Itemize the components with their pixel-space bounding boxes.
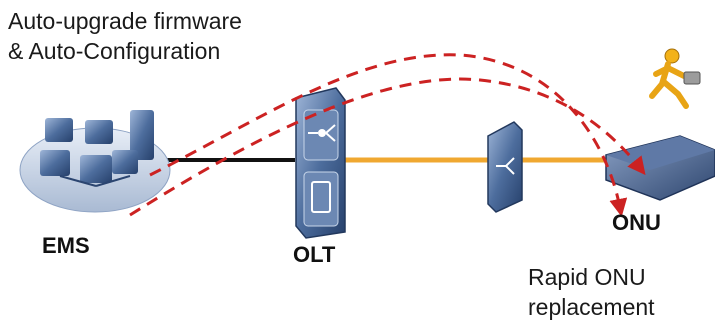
rapid-replacement-caption: Rapid ONU replacement <box>528 262 655 322</box>
auto-upgrade-path <box>129 77 646 217</box>
auto-configuration-path <box>149 53 628 217</box>
onu-label: ONU <box>612 210 661 235</box>
auto-upgrade-caption-line1: Auto-upgrade firmware <box>8 8 242 34</box>
splitter-icon <box>487 121 523 213</box>
ems-label: EMS <box>42 233 90 258</box>
olt-label: OLT <box>293 242 336 267</box>
rapid-replacement-caption-line2: replacement <box>528 294 655 320</box>
ems-cluster-icon <box>19 110 171 213</box>
auto-upgrade-caption: Auto-upgrade firmware & Auto-Configurati… <box>8 6 242 66</box>
rapid-replacement-caption-line1: Rapid ONU <box>528 264 646 290</box>
onu-device-icon <box>605 135 715 201</box>
running-person-icon <box>649 48 701 109</box>
olt-chassis-icon <box>295 87 346 239</box>
auto-upgrade-caption-line2: & Auto-Configuration <box>8 38 221 64</box>
